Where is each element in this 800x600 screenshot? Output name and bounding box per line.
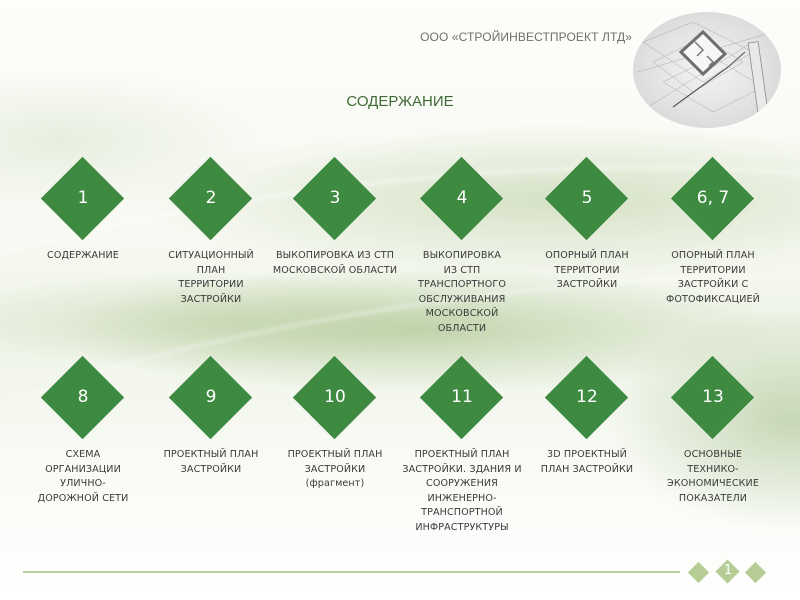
item-label: СХЕМА ОРГАНИЗАЦИИ УЛИЧНО-ДОРОЖНОЙ СЕТИ xyxy=(37,449,129,504)
item-label: СИТУАЦИОННЫЙ ПЛАН ТЕРРИТОРИИ ЗАСТРОЙКИ xyxy=(168,250,254,305)
blueprint-photo xyxy=(633,12,781,128)
company-name: ООО «СТРОЙИНВЕСТПРОЕКТ ЛТД» xyxy=(420,30,632,44)
item-number: 6, 7 xyxy=(696,188,730,208)
item-number: 12 xyxy=(576,387,598,407)
item-label: ПРОЕКТНЫЙ ПЛАН ЗАСТРОЙКИ (фрагмент) xyxy=(287,449,383,489)
item-label: ОПОРНЫЙ ПЛАН ТЕРРИТОРИИ ЗАСТРОЙКИ xyxy=(545,250,629,290)
item-number: 11 xyxy=(451,387,473,407)
item-label: 3D ПРОЕКТНЫЙ ПЛАН ЗАСТРОЙКИ xyxy=(540,449,634,475)
item-label: СОДЕРЖАНИЕ xyxy=(47,250,119,261)
item-number: 10 xyxy=(324,387,346,407)
item-number: 9 xyxy=(205,387,217,407)
page-title: СОДЕРЖАНИЕ xyxy=(346,93,454,110)
item-label: ВЫКОПИРОВКА ИЗ СТП ТРАНСПОРТНОГО ОБСЛУЖИ… xyxy=(418,250,506,334)
item-number: 1 xyxy=(77,188,89,208)
page-number: 1 xyxy=(723,563,733,578)
item-number: 13 xyxy=(702,387,724,407)
item-number: 2 xyxy=(205,188,217,208)
item-label: ПРОЕКТНЫЙ ПЛАН ЗАСТРОЙКИ xyxy=(163,449,259,475)
item-number: 3 xyxy=(329,188,341,208)
item-number: 4 xyxy=(456,188,468,208)
item-label: ВЫКОПИРОВКА ИЗ СТП МОСКОВСКОЙ ОБЛАСТИ xyxy=(272,250,398,276)
item-number: 8 xyxy=(77,387,89,407)
footer-divider xyxy=(23,571,680,573)
item-label: ОПОРНЫЙ ПЛАН ТЕРРИТОРИИ ЗАСТРОЙКИ С ФОТО… xyxy=(666,250,760,305)
item-label: ПРОЕКТНЫЙ ПЛАН ЗАСТРОЙКИ. ЗДАНИЯ И СООРУ… xyxy=(402,449,522,533)
item-label: ОСНОВНЫЕ ТЕХНИКО-ЭКОНОМИЧЕСКИЕ ПОКАЗАТЕЛ… xyxy=(667,449,759,504)
item-number: 5 xyxy=(581,188,593,208)
